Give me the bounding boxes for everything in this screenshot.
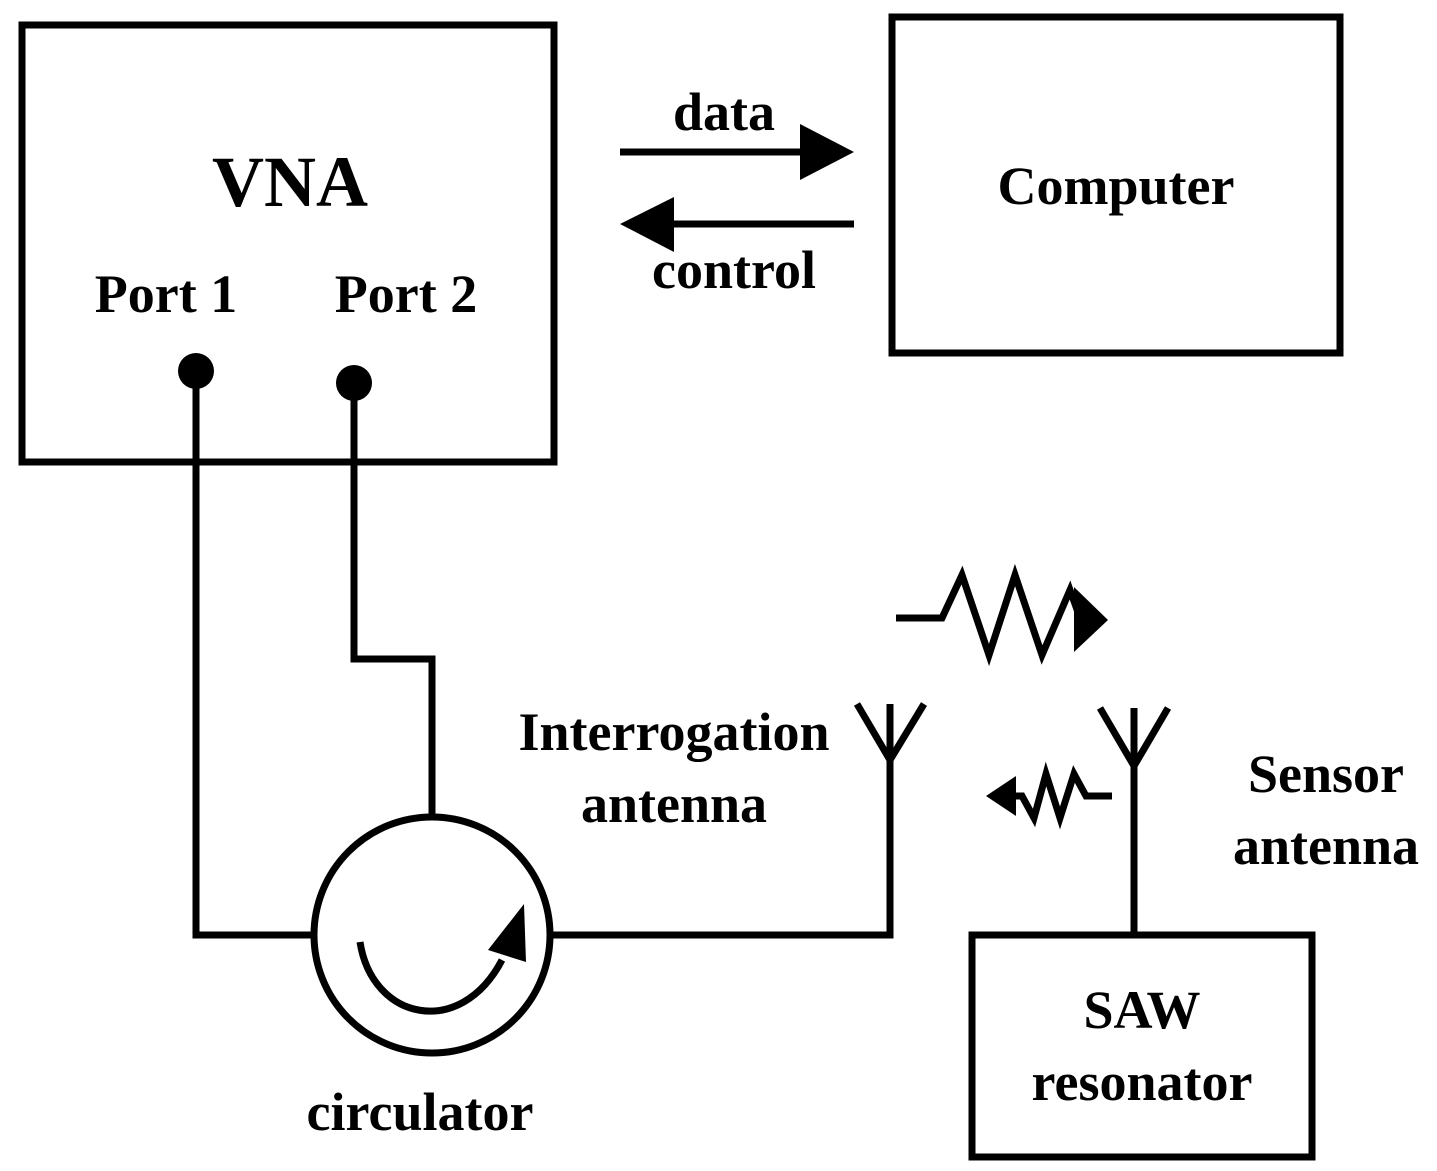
return-wave	[986, 761, 1112, 830]
data-label: data	[673, 82, 775, 142]
port1-label: Port 1	[95, 264, 237, 324]
computer-box	[888, 13, 1344, 357]
data-arrow-head	[800, 124, 854, 180]
outgoing-wave-arrow-head	[1074, 587, 1108, 652]
sensor-antenna-line1: Sensor	[1248, 744, 1404, 804]
interrogation-antenna-line2: antenna	[581, 774, 767, 834]
port2-wire	[350, 383, 436, 816]
sensor-antenna: Sensor antenna	[1096, 706, 1419, 935]
data-link: data	[620, 82, 854, 180]
outgoing-wave	[896, 563, 1108, 667]
computer-block: Computer	[888, 13, 1344, 357]
saw-label-line1: SAW	[1083, 980, 1200, 1040]
saw-resonator-box	[968, 931, 1316, 1161]
circulator-arc	[356, 941, 506, 1015]
interrogation-antenna-line1: Interrogation	[519, 702, 830, 762]
saw-resonator-block: SAW resonator	[968, 931, 1316, 1161]
vna-title: VNA	[212, 142, 368, 222]
saw-label-line2: resonator	[1032, 1052, 1253, 1112]
computer-label: Computer	[998, 156, 1235, 216]
circulator-label: circulator	[307, 1082, 534, 1142]
return-wave-line	[1008, 761, 1112, 830]
return-wave-arrow-head	[986, 776, 1016, 816]
outgoing-wave-line	[896, 563, 1084, 667]
antenna-feed-wire	[550, 744, 894, 939]
vna-block: VNA Port 1 Port 2	[18, 21, 558, 466]
control-link: control	[620, 197, 854, 300]
circulator: circulator	[307, 813, 554, 1142]
port1-wire	[192, 371, 314, 939]
port2-label: Port 2	[335, 264, 477, 324]
control-label: control	[652, 240, 816, 300]
interrogation-antenna: Interrogation antenna	[519, 702, 927, 834]
sensor-antenna-line2: antenna	[1233, 816, 1419, 876]
control-arrow-head	[620, 197, 674, 252]
vna-box	[18, 21, 558, 466]
circulator-arrow-head	[488, 904, 526, 962]
